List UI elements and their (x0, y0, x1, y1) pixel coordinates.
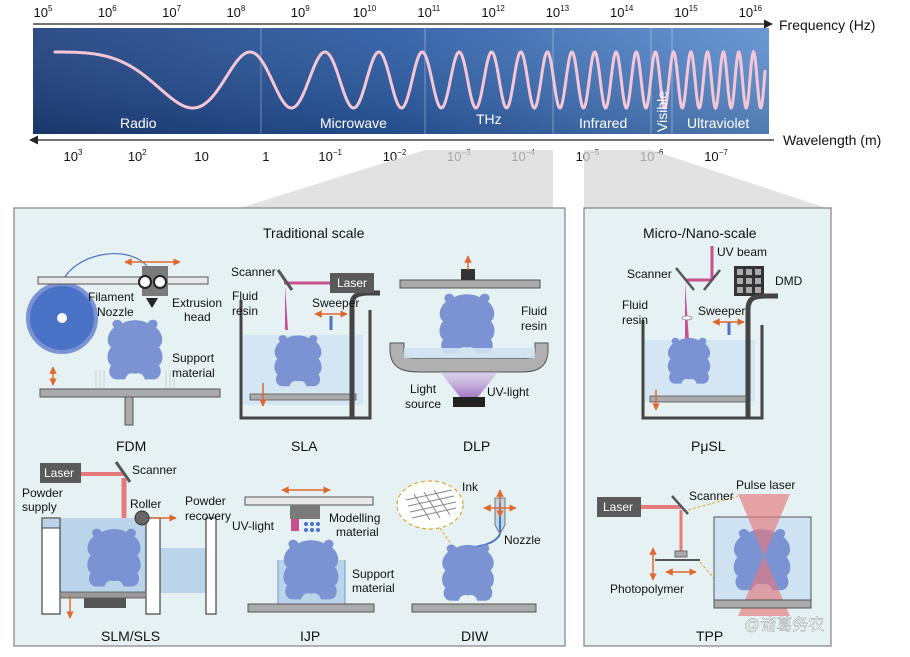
zoom-cone-micro (584, 150, 826, 208)
sla-label-fluid: Fluid (232, 289, 258, 303)
pusl-diagram: UV beam Scanner DMD Fluid resin Sweeper … (622, 245, 803, 454)
frequency-tick-9: 1014 (610, 4, 634, 20)
diw-label-ink: Ink (462, 480, 479, 494)
frequency-tick-11: 1016 (739, 4, 763, 20)
ijp-label-support: Support (352, 567, 395, 581)
wavelength-tick-0: 103 (64, 148, 83, 164)
frequency-ticks: 105 106 107 108 109 1010 1011 1012 1013 1014 1015 1… (34, 4, 763, 20)
fdm-label-support: Support (172, 351, 215, 365)
fdm-title: FDM (116, 438, 146, 454)
slm-diagram: Laser Scanner Powder supply Roller Powde… (22, 461, 231, 644)
pusl-label-dmd: DMD (775, 274, 803, 288)
dlp-label-source: source (405, 397, 441, 411)
frequency-tick-10: 1015 (674, 4, 698, 20)
pusl-label-resin: resin (622, 313, 648, 327)
dlp-label-uvlight: UV-light (487, 385, 530, 399)
wavelength-tick-10: 10−7 (704, 148, 728, 164)
ijp-diagram: UV-light Modelling material Support mate… (232, 486, 395, 644)
sla-diagram: Laser Scanner Fluid resin Sweeper SLA (231, 265, 380, 454)
dmd-grid (734, 266, 764, 296)
ijp-label-uvlight: UV-light (232, 519, 275, 533)
sla-title: SLA (291, 438, 318, 454)
frequency-tick-1: 106 (98, 4, 117, 20)
fdm-label-head: head (184, 310, 211, 324)
spectrum-wave (53, 49, 767, 111)
slm-label-powder: Powder (22, 486, 63, 500)
dlp-title: DLP (463, 438, 490, 454)
band-ultraviolet: Ultraviolet (687, 115, 749, 131)
pusl-label-uvbeam: UV beam (717, 245, 767, 259)
pusl-label-fluid: Fluid (622, 298, 648, 312)
slm-label-powder2: Powder (185, 494, 226, 508)
sla-label-laser: Laser (337, 276, 367, 290)
wavelength-tick-2: 10 (194, 149, 208, 164)
dlp-label-fluid: Fluid (521, 304, 547, 318)
ijp-label-material2: material (352, 581, 395, 595)
frequency-tick-0: 105 (34, 4, 53, 20)
pusl-label-scanner: Scanner (627, 267, 672, 281)
pusl-label-sweeper: Sweeper (698, 304, 745, 318)
band-visible: Visible (654, 91, 670, 132)
frequency-tick-2: 107 (162, 4, 181, 20)
zoom-cone-traditional (240, 150, 553, 208)
fdm-label-filament: Filament (88, 290, 135, 304)
tpp-label-pulselaser: Pulse laser (736, 478, 795, 492)
slm-title: SLM/SLS (101, 628, 160, 644)
fdm-diagram: Filament Nozzle Extrusion head Support m… (26, 253, 222, 454)
ijp-title: IJP (300, 628, 320, 644)
frequency-tick-7: 1012 (481, 4, 505, 20)
dlp-diagram: Fluid resin Light source UV-light DLP (389, 255, 549, 454)
wavelength-axis-label: Wavelength (m) (783, 132, 881, 148)
wavelength-tick-1: 102 (128, 148, 147, 164)
dlp-label-light: Light (410, 382, 437, 396)
diw-label-nozzle: Nozzle (504, 533, 541, 547)
tpp-label-laser: Laser (603, 500, 633, 514)
diw-title: DIW (461, 628, 489, 644)
micro-panel-title: Micro-/Nano-scale (643, 225, 757, 241)
slm-label-supply: supply (22, 500, 57, 514)
frequency-tick-3: 108 (226, 4, 245, 20)
tpp-label-scanner: Scanner (689, 489, 734, 503)
slm-label-recovery: recovery (185, 509, 231, 523)
frequency-tick-6: 1011 (417, 4, 440, 20)
band-radio: Radio (120, 115, 157, 131)
sla-label-scanner: Scanner (231, 265, 276, 279)
tpp-diagram: Laser Scanner Pulse laser Photopolymer T… (597, 478, 812, 644)
pusl-title: PμSL (691, 438, 726, 454)
ijp-label-modelling: Modelling (329, 511, 380, 525)
watermark: @诸葛务农 (744, 616, 824, 634)
spectrum-section: 105 106 107 108 109 1010 1011 1012 1013 1014 1015 1… (29, 4, 881, 208)
band-microwave: Microwave (320, 115, 387, 131)
sla-label-resin: resin (232, 304, 258, 318)
band-thz: THz (476, 111, 502, 127)
slm-label-scanner: Scanner (132, 463, 177, 477)
dlp-label-resin: resin (521, 319, 547, 333)
sla-label-sweeper: Sweeper (312, 296, 359, 310)
frequency-axis-label: Frequency (Hz) (779, 17, 875, 33)
traditional-panel-title: Traditional scale (263, 225, 365, 241)
slm-label-laser: Laser (44, 466, 74, 480)
fdm-label-material: material (172, 366, 215, 380)
band-infrared: Infrared (579, 115, 627, 131)
frequency-tick-8: 1013 (546, 4, 570, 20)
wavelength-tick-4: 10−1 (318, 148, 342, 164)
fdm-label-nozzle: Nozzle (97, 305, 134, 319)
fdm-label-extrusion: Extrusion (172, 296, 222, 310)
frequency-tick-4: 109 (291, 4, 310, 20)
tpp-title: TPP (696, 628, 723, 644)
tpp-label-photopolymer: Photopolymer (610, 582, 684, 596)
slm-label-roller: Roller (130, 497, 161, 511)
frequency-tick-5: 1010 (353, 4, 377, 20)
ijp-label-material: material (336, 525, 379, 539)
wavelength-tick-3: 1 (262, 149, 269, 164)
diw-diagram: Ink Nozzle DIW (396, 480, 541, 644)
